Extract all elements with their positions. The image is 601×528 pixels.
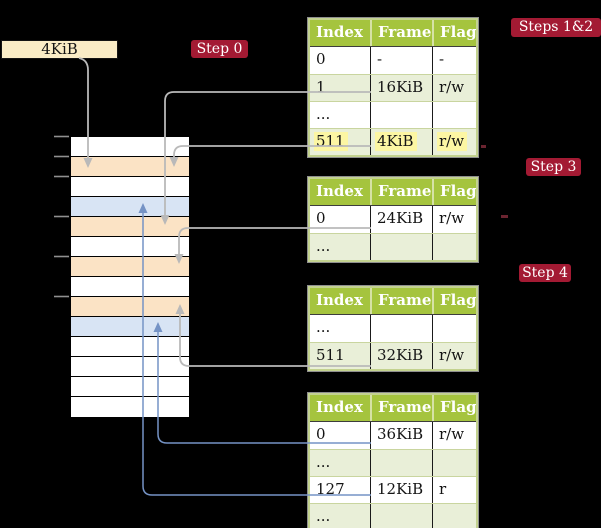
page-table-3: Index Frame Flags ... 511 32KiB r/w	[308, 286, 478, 371]
col-header-index: Index	[316, 291, 363, 309]
memory-row-7	[71, 257, 189, 277]
memory-row-12	[71, 357, 189, 377]
memory-row-2	[71, 157, 189, 177]
col-header-flags: Flags	[432, 395, 476, 421]
memory-row-14	[71, 397, 189, 417]
cell-frame: 36KiB	[370, 422, 432, 449]
table-2-header-row: Index Frame Flags	[310, 179, 476, 206]
cell-flags: r/w	[432, 129, 476, 155]
cell-index: 511	[316, 346, 345, 364]
page-table-1: Index Frame Flags 0 - - 1 16KiB r/w ... …	[308, 18, 478, 157]
memory-row-1	[71, 137, 189, 157]
cell-frame: 16KiB	[370, 75, 432, 101]
table-row: 127 12KiB r	[310, 476, 476, 503]
physical-memory-column	[70, 136, 190, 417]
table-4-header-row: Index Frame Flags	[310, 395, 476, 422]
col-header-frame: Frame	[370, 395, 432, 421]
table-row: ...	[310, 233, 476, 260]
cell-index: 0	[316, 209, 326, 227]
col-header-index: Index	[316, 182, 363, 200]
badge-step-0: Step 0	[191, 40, 248, 58]
table-row: 0 24KiB r/w	[310, 206, 476, 233]
clipped-arrow-stub	[481, 145, 486, 148]
col-header-flags: Flags	[432, 288, 476, 314]
cell-frame	[370, 504, 432, 528]
cell-flags	[432, 234, 476, 260]
table-3-header-row: Index Frame Flags	[310, 288, 476, 315]
cell-index: ...	[316, 105, 331, 123]
cell-flags: r/w	[432, 206, 476, 233]
cell-flags: r/w	[432, 75, 476, 101]
cell-index: ...	[316, 453, 331, 471]
col-header-frame: Frame	[370, 288, 432, 314]
cell-index: 0	[316, 425, 326, 443]
cell-index: ...	[316, 507, 331, 525]
highlight-mark: 4KiB	[375, 132, 417, 151]
highlight-mark: 511	[314, 132, 348, 151]
cell-flags	[432, 450, 476, 476]
badge-step-4: Step 4	[519, 264, 571, 282]
memory-row-13	[71, 377, 189, 397]
cell-flags: r/w	[432, 422, 476, 449]
cell-flags: -	[432, 47, 476, 74]
table-row: ...	[310, 449, 476, 476]
badge-step-3: Step 3	[526, 158, 581, 176]
table-row: 511 32KiB r/w	[310, 342, 476, 369]
table-row: ...	[310, 503, 476, 528]
memory-row-5	[71, 217, 189, 237]
cell-index: ...	[316, 237, 331, 255]
memory-row-3	[71, 177, 189, 197]
table-row: ...	[310, 101, 476, 128]
highlight-mark: r/w	[437, 132, 468, 151]
cell-index: 127	[316, 480, 345, 498]
table-row: 0 - -	[310, 47, 476, 74]
table-1-header-row: Index Frame Flags	[310, 20, 476, 47]
cell-index: 1	[316, 78, 326, 96]
cell-frame	[370, 450, 432, 476]
cell-flags	[432, 315, 476, 342]
cell-flags	[432, 102, 476, 128]
cell-flags	[432, 504, 476, 528]
cell-frame	[370, 315, 432, 342]
cell-index: 0	[316, 50, 326, 68]
memory-row-6	[71, 237, 189, 257]
table-row: ...	[310, 315, 476, 342]
col-header-frame: Frame	[370, 20, 432, 46]
clipped-arrow-stub	[501, 215, 508, 218]
table-row: 1 16KiB r/w	[310, 74, 476, 101]
col-header-frame: Frame	[370, 179, 432, 205]
col-header-flags: Flags	[432, 179, 476, 205]
memory-row-4	[71, 197, 189, 217]
cell-frame: 4KiB	[370, 129, 432, 155]
cell-frame: 24KiB	[370, 206, 432, 233]
cell-index: 511	[310, 129, 370, 155]
memory-row-9	[71, 297, 189, 317]
page-table-2: Index Frame Flags 0 24KiB r/w ...	[308, 177, 478, 262]
cell-frame	[370, 102, 432, 128]
table-row: 0 36KiB r/w	[310, 422, 476, 449]
memory-row-10	[71, 317, 189, 337]
cell-flags: r/w	[432, 343, 476, 369]
col-header-flags: Flags	[432, 20, 476, 46]
cell-frame: -	[370, 47, 432, 74]
cell-frame: 12KiB	[370, 477, 432, 503]
col-header-index: Index	[316, 23, 363, 41]
table-row-recursive-entry: 511 4KiB r/w	[310, 128, 476, 155]
cell-frame: 32KiB	[370, 343, 432, 369]
cell-index: ...	[316, 318, 331, 336]
frame-size-box: 4KiB	[1, 40, 118, 59]
memory-row-8	[71, 277, 189, 297]
col-header-index: Index	[316, 398, 363, 416]
page-table-4: Index Frame Flags 0 36KiB r/w ... 127 12…	[308, 393, 478, 528]
badge-steps-1-2: Steps 1&2	[511, 18, 601, 37]
cell-flags: r	[432, 477, 476, 503]
memory-row-11	[71, 337, 189, 357]
cell-frame	[370, 234, 432, 260]
